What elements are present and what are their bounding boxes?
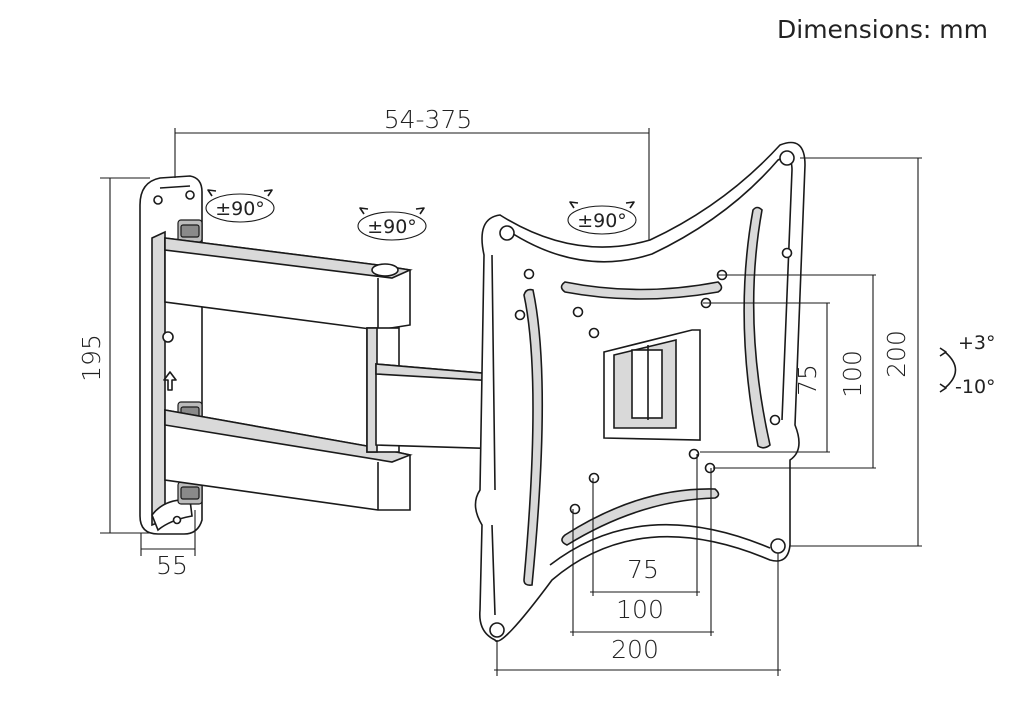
dim-arm-extension: 54-375: [384, 105, 473, 134]
vesa-slot-right: [743, 206, 771, 449]
rotation-label: ±90°: [367, 216, 417, 238]
vesa-hole-icon: [489, 622, 505, 638]
up-arrow-icon: [163, 371, 177, 391]
rotate-arrow-icon: [625, 201, 635, 209]
upper-arm: [164, 237, 413, 331]
rotate-arrow-icon: [415, 207, 425, 215]
wall-screw-hole-icon: [153, 195, 163, 205]
rotate-arrow-icon: [359, 207, 369, 215]
tilt-arrow-down-icon: [939, 383, 947, 393]
rotation-wall-joint: ±90°: [205, 189, 275, 223]
tilt-down-label: -10°: [955, 376, 996, 398]
rotate-arrow-icon: [263, 189, 273, 197]
vesa-slot-bottom: [561, 488, 720, 546]
vesa-plate: [474, 141, 806, 642]
rotate-arrow-icon: [207, 189, 217, 197]
vesa-hole-icon: [770, 538, 786, 554]
dim-vesa-h-100: 100: [616, 595, 664, 624]
dim-vesa-v-100: 100: [838, 350, 867, 398]
vesa-hole-icon: [499, 225, 515, 241]
tilt-up-label: +3°: [958, 332, 996, 354]
units-title: Dimensions: mm: [777, 15, 988, 44]
rotate-arrow-icon: [569, 201, 579, 209]
dim-vesa-h-200: 200: [611, 635, 659, 664]
dim-vesa-v-75: 75: [793, 364, 822, 396]
tilt-arrow-up-icon: [939, 347, 947, 357]
rotation-middle-joint: ±90°: [357, 207, 427, 241]
rotation-plate-joint: ±90°: [567, 201, 637, 235]
tilt-indicator: +3° -10°: [939, 332, 996, 398]
rotation-label: ±90°: [577, 210, 627, 232]
vesa-hole-icon: [779, 150, 795, 166]
dim-wall-plate-height: 195: [77, 334, 106, 382]
dim-wall-plate-depth: 55: [156, 551, 188, 580]
dim-vesa-v-200: 200: [882, 330, 911, 378]
dim-vesa-h-75: 75: [627, 555, 659, 584]
vesa-slot-left: [523, 288, 544, 586]
tilt-arc-icon: [944, 351, 957, 389]
rotation-label: ±90°: [215, 198, 265, 220]
wall-screw-hole-icon: [185, 190, 195, 200]
wall-slot-icon: [162, 331, 174, 343]
vesa-slot-top: [560, 281, 723, 300]
dimension-lines: [100, 128, 922, 676]
